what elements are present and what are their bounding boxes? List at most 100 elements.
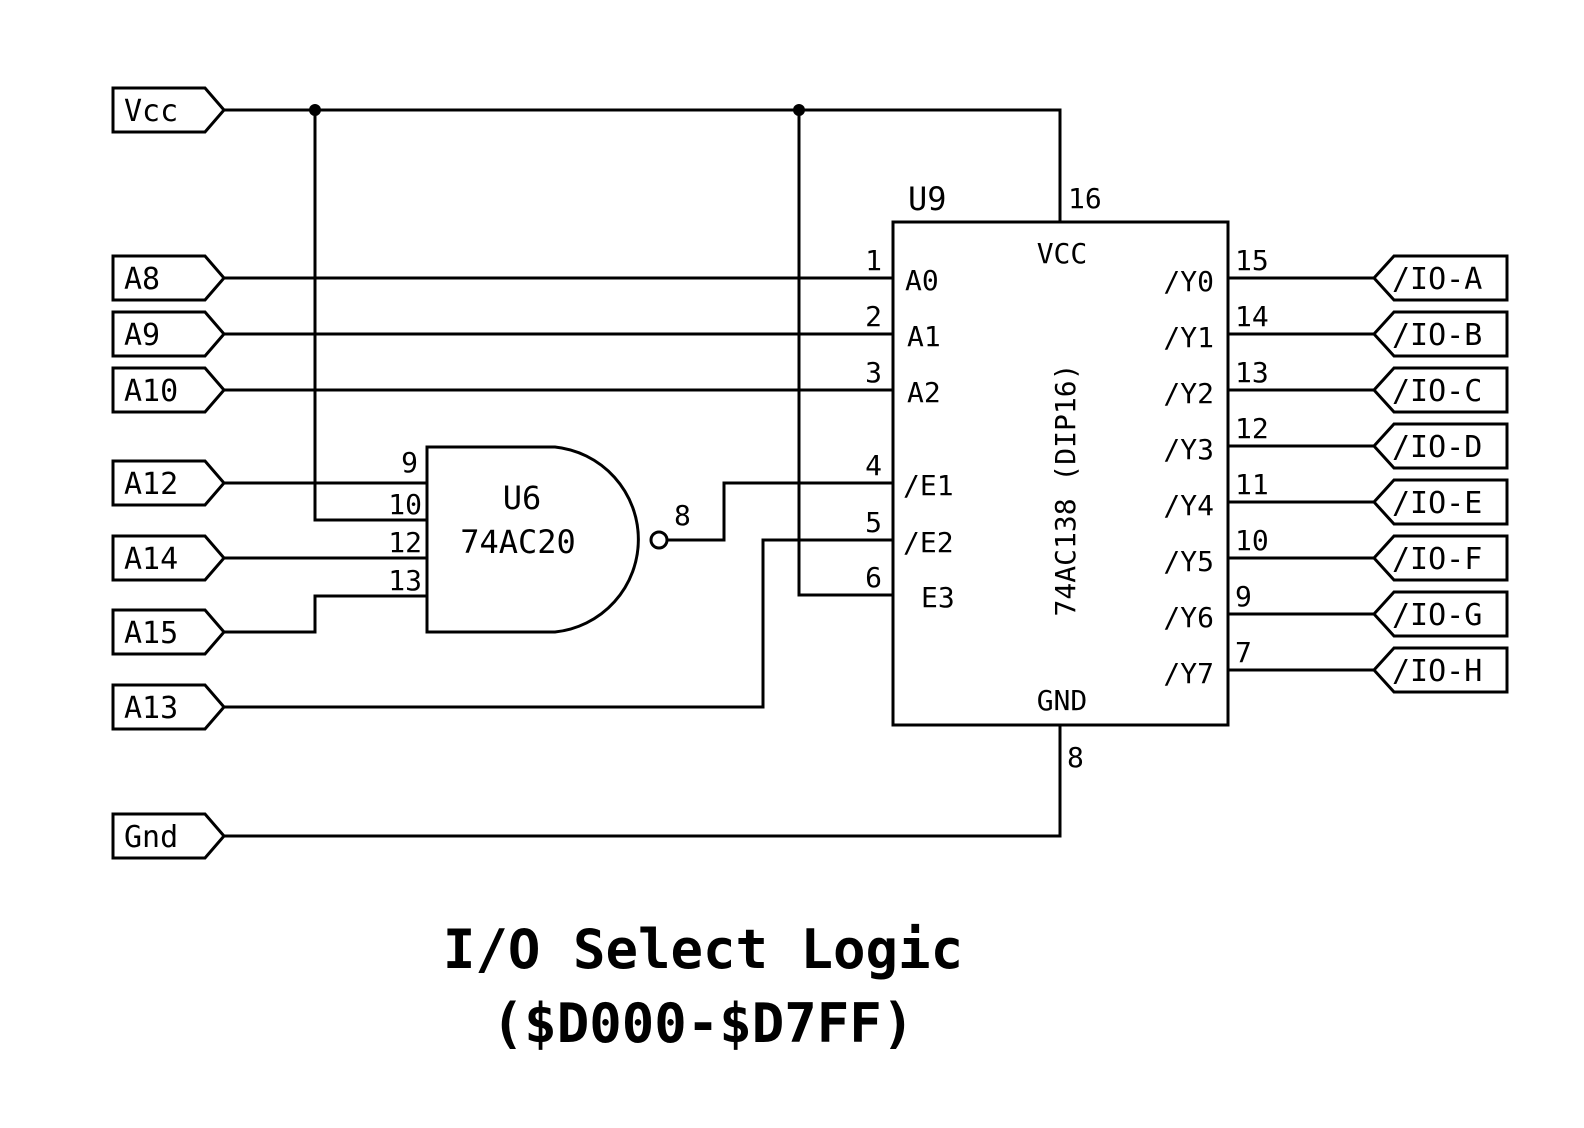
port-shape (1371, 534, 1509, 582)
port-label: A10 (124, 374, 178, 409)
port-vcc[interactable]: Vcc (111, 86, 226, 134)
port-shape (1371, 646, 1509, 694)
port-label: /IO-E (1392, 486, 1482, 521)
u9-pin-number: 13 (1235, 356, 1269, 389)
port-a15[interactable]: A15 (111, 608, 226, 656)
port-label: A15 (124, 616, 178, 651)
u9-pin-name: /Y4 (1163, 489, 1214, 522)
port-shape (1371, 422, 1509, 470)
u9-pin-name: /Y5 (1163, 545, 1214, 578)
u9-gnd-pin-number: 8 (1067, 741, 1084, 774)
port-io-g[interactable]: /IO-G (1371, 590, 1509, 638)
port-io-h[interactable]: /IO-H (1371, 646, 1509, 694)
u9-pin-number: 11 (1235, 468, 1269, 501)
u9-pin-number: 3 (865, 356, 882, 389)
port-label: /IO-B (1392, 318, 1482, 353)
port-label: Vcc (124, 94, 178, 129)
u9-vcc-label: VCC (1037, 237, 1088, 270)
port-a14[interactable]: A14 (111, 534, 226, 582)
port-label: /IO-G (1392, 598, 1482, 633)
u6-pin-number: 12 (388, 526, 422, 559)
u9-part-label: 74AC138 (DIP16) (1049, 364, 1082, 617)
u9-gnd-label: GND (1037, 684, 1088, 717)
u9-pin-name: /Y1 (1163, 321, 1214, 354)
wire-u6-out-e1 (666, 481, 895, 542)
u9-pin-number: 4 (865, 449, 882, 482)
port-shape (111, 366, 226, 414)
u9-pin-name: E3 (921, 581, 955, 614)
port-shape (1371, 366, 1509, 414)
diagram-title: I/O Select Logic (443, 918, 963, 981)
port-io-d[interactable]: /IO-D (1371, 422, 1509, 470)
port-label: /IO-D (1392, 430, 1482, 465)
u9-pin-name: A0 (905, 264, 939, 297)
port-a9[interactable]: A9 (111, 310, 226, 358)
port-shape (111, 812, 226, 860)
u9-pin-number: 6 (865, 561, 882, 594)
u9-pin-name: /Y6 (1163, 601, 1214, 634)
wire-a15-pin13 (222, 594, 429, 634)
port-io-b[interactable]: /IO-B (1371, 310, 1509, 358)
port-label: /IO-A (1392, 262, 1482, 297)
u9-pin-name: /E1 (903, 469, 954, 502)
junction-dot (793, 104, 805, 116)
port-a8[interactable]: A8 (111, 254, 226, 302)
port-io-c[interactable]: /IO-C (1371, 366, 1509, 414)
port-shape (111, 608, 226, 656)
port-shape (111, 534, 226, 582)
inversion-bubble (649, 530, 669, 550)
port-label: A8 (124, 262, 160, 297)
u9-pin-number: 10 (1235, 524, 1269, 557)
u9-pin-number: 15 (1235, 244, 1269, 277)
u9-pin-name: A2 (907, 376, 941, 409)
u9-vcc-pin-number: 16 (1068, 182, 1102, 215)
u9-pin-name: /Y7 (1163, 657, 1214, 690)
port-shape (111, 310, 226, 358)
u6-pin-number: 9 (401, 446, 418, 479)
wire-vcc-to-u6-pin10 (313, 108, 429, 522)
u9-body (891, 220, 1230, 727)
port-shape (1371, 254, 1509, 302)
junction-dot (309, 104, 321, 116)
port-label: A12 (124, 467, 178, 502)
port-shape (111, 459, 226, 507)
port-label: /IO-H (1392, 654, 1482, 689)
u6-nand-gate[interactable]: U6 74AC20 9 10 12 13 8 (388, 445, 691, 634)
wire-a13-e2 (222, 538, 895, 709)
port-label: A14 (124, 542, 178, 577)
port-a12[interactable]: A12 (111, 459, 226, 507)
u6-ref: U6 (503, 479, 542, 517)
port-shape (111, 683, 226, 731)
u9-pin-number: 5 (865, 506, 882, 539)
u9-pin-number: 9 (1235, 580, 1252, 613)
u6-pin-number: 8 (674, 499, 691, 532)
port-io-f[interactable]: /IO-F (1371, 534, 1509, 582)
port-label: A9 (124, 318, 160, 353)
u6-pin-number: 13 (388, 564, 422, 597)
u9-pin-name: A1 (907, 320, 941, 353)
u9-pin-name: /Y0 (1163, 265, 1214, 298)
u6-pin-number: 10 (388, 488, 422, 521)
u9-pin-number: 2 (865, 300, 882, 333)
port-label: A13 (124, 691, 178, 726)
diagram-subtitle: ($D000-$D7FF) (492, 992, 915, 1055)
u9-pin-name: /Y2 (1163, 377, 1214, 410)
u9-decoder[interactable]: U9 16 VCC GND 8 74AC138 (DIP16) 1A02A13A… (865, 180, 1269, 774)
port-a13[interactable]: A13 (111, 683, 226, 731)
wires (222, 104, 1062, 838)
port-io-e[interactable]: /IO-E (1371, 478, 1509, 526)
u9-pin-number: 12 (1235, 412, 1269, 445)
port-label: /IO-F (1392, 542, 1482, 577)
wire-vcc-to-u9-e3 (797, 108, 895, 597)
port-label: /IO-C (1392, 374, 1482, 409)
port-io-a[interactable]: /IO-A (1371, 254, 1509, 302)
port-shape (1371, 478, 1509, 526)
port-a10[interactable]: A10 (111, 366, 226, 414)
port-shape (111, 86, 226, 134)
u9-pin-number: 7 (1235, 636, 1252, 669)
u9-pin-number: 14 (1235, 300, 1269, 333)
u6-part: 74AC20 (460, 523, 576, 561)
port-gnd[interactable]: Gnd (111, 812, 226, 860)
